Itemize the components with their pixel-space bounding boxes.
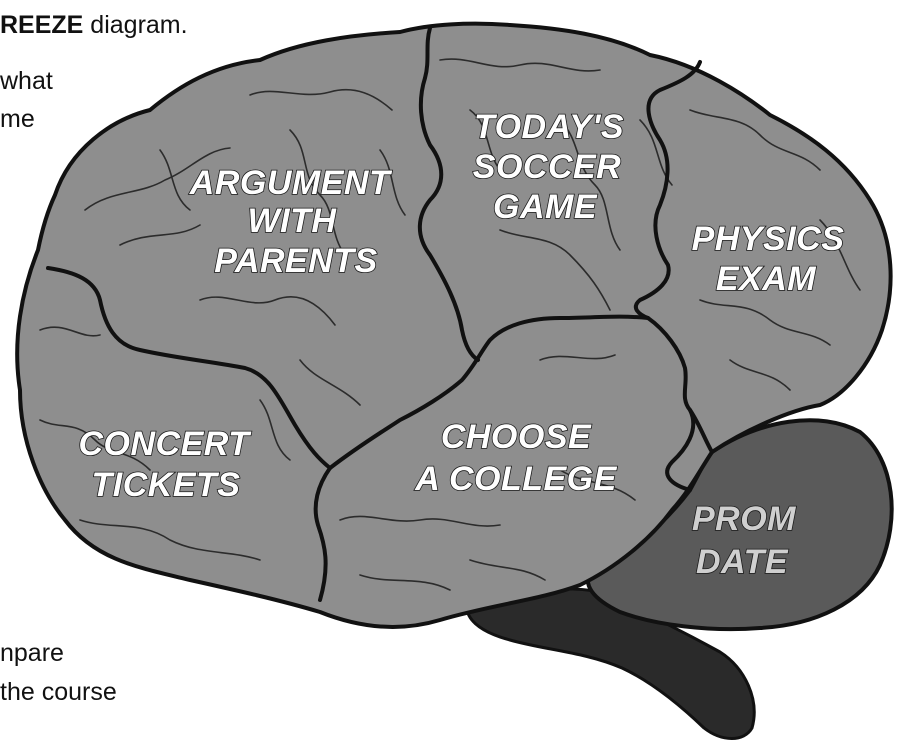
label-argument-line1: ARGUMENT [189, 164, 393, 202]
label-prom-line2: DATE [696, 543, 789, 581]
label-college-line1: CHOOSE [441, 418, 592, 456]
label-soccer-line2: SOCCER [473, 148, 621, 186]
label-concert-line1: CONCERT [79, 425, 253, 463]
label-argument-line3: PARENTS [214, 242, 377, 280]
label-argument-line2: WITH [248, 202, 338, 240]
label-soccer-line1: TODAY'S [474, 108, 624, 146]
label-physics-line1: PHYSICS [692, 220, 845, 258]
label-college-line2: A COLLEGE [414, 460, 617, 498]
label-concert-line2: TICKETS [92, 466, 241, 504]
label-prom-line1: PROM [692, 500, 796, 538]
label-physics-line2: EXAM [716, 260, 816, 298]
label-soccer-line3: GAME [493, 188, 598, 226]
